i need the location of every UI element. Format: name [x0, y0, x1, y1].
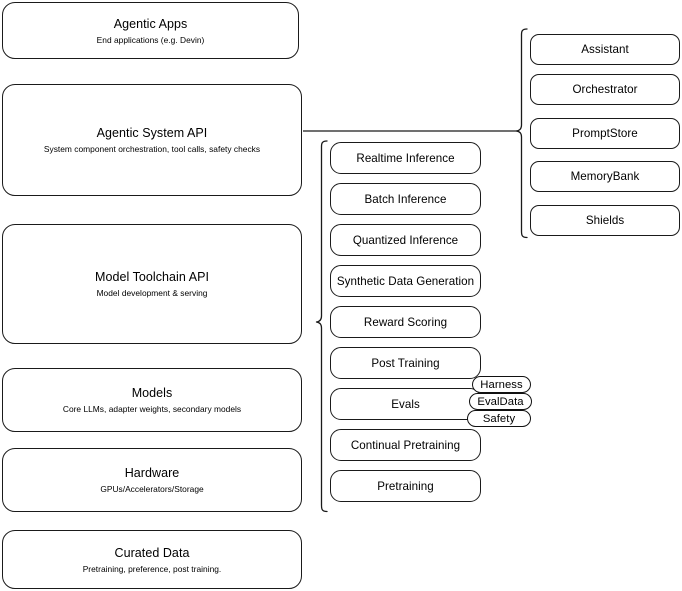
system-item-promptstore[interactable]: PromptStore [530, 118, 680, 149]
toolchain-item-label: Quantized Inference [352, 233, 459, 247]
layer-subtitle: System component orchestration, tool cal… [43, 144, 261, 154]
toolchain-item-continual-pretraining[interactable]: Continual Pretraining [330, 429, 481, 461]
layer-title: Model Toolchain API [95, 270, 209, 284]
system-item-orchestrator[interactable]: Orchestrator [530, 74, 680, 105]
layer-title: Hardware [124, 466, 180, 480]
toolchain-item-label: Batch Inference [364, 192, 447, 206]
toolchain-item-realtime-inference[interactable]: Realtime Inference [330, 142, 481, 174]
eval-pill-label: Safety [482, 412, 516, 425]
system-item-memorybank[interactable]: MemoryBank [530, 161, 680, 192]
eval-pill-harness[interactable]: Harness [472, 376, 531, 393]
layer-title: Agentic Apps [113, 16, 188, 31]
layer-title: Models [131, 386, 173, 400]
eval-pill-evaldata[interactable]: EvalData [469, 393, 532, 410]
layer-subtitle: Pretraining, preference, post training. [82, 563, 222, 574]
system-item-label: Assistant [581, 43, 629, 56]
layer-subtitle: End applications (e.g. Devin) [96, 34, 205, 45]
toolchain-item-label: Realtime Inference [356, 151, 455, 165]
brace-toolchain [315, 140, 328, 513]
toolchain-item-label: Synthetic Data Generation [336, 274, 475, 288]
toolchain-item-label: Post Training [371, 356, 440, 370]
toolchain-item-post-training[interactable]: Post Training [330, 347, 481, 379]
layer-subtitle: GPUs/Accelerators/Storage [100, 484, 204, 494]
system-item-label: Orchestrator [572, 83, 638, 96]
layer-box-curated-data[interactable]: Curated Data Pretraining, preference, po… [2, 530, 302, 589]
layer-box-hardware[interactable]: Hardware GPUs/Accelerators/Storage [2, 448, 302, 512]
toolchain-item-label: Continual Pretraining [350, 438, 461, 452]
layer-box-models[interactable]: Models Core LLMs, adapter weights, secon… [2, 368, 302, 432]
eval-pill-label: Harness [480, 378, 523, 391]
toolchain-item-pretraining[interactable]: Pretraining [330, 470, 481, 502]
system-item-label: Shields [585, 214, 625, 227]
brace-system [515, 28, 528, 239]
toolchain-item-label: Reward Scoring [363, 315, 448, 329]
system-item-assistant[interactable]: Assistant [530, 34, 680, 65]
toolchain-item-synthetic-data-generation[interactable]: Synthetic Data Generation [330, 265, 481, 297]
layer-title: Agentic System API [96, 126, 208, 140]
eval-pill-safety[interactable]: Safety [467, 410, 531, 427]
layer-title: Curated Data [114, 545, 190, 560]
layer-box-model-toolchain-api[interactable]: Model Toolchain API Model development & … [2, 224, 302, 344]
toolchain-item-label: Pretraining [377, 479, 434, 493]
toolchain-item-reward-scoring[interactable]: Reward Scoring [330, 306, 481, 338]
system-item-shields[interactable]: Shields [530, 205, 680, 236]
layer-subtitle: Model development & serving [96, 288, 208, 298]
layer-box-agentic-apps[interactable]: Agentic Apps End applications (e.g. Devi… [2, 2, 299, 59]
toolchain-item-evals[interactable]: Evals [330, 388, 481, 420]
system-item-label: MemoryBank [570, 170, 640, 183]
layer-box-agentic-system-api[interactable]: Agentic System API System component orch… [2, 84, 302, 196]
system-item-label: PromptStore [572, 127, 638, 140]
layer-subtitle: Core LLMs, adapter weights, secondary mo… [62, 404, 242, 414]
toolchain-item-quantized-inference[interactable]: Quantized Inference [330, 224, 481, 256]
eval-pill-label: EvalData [477, 395, 524, 408]
toolchain-item-label: Evals [391, 397, 420, 411]
toolchain-item-batch-inference[interactable]: Batch Inference [330, 183, 481, 215]
